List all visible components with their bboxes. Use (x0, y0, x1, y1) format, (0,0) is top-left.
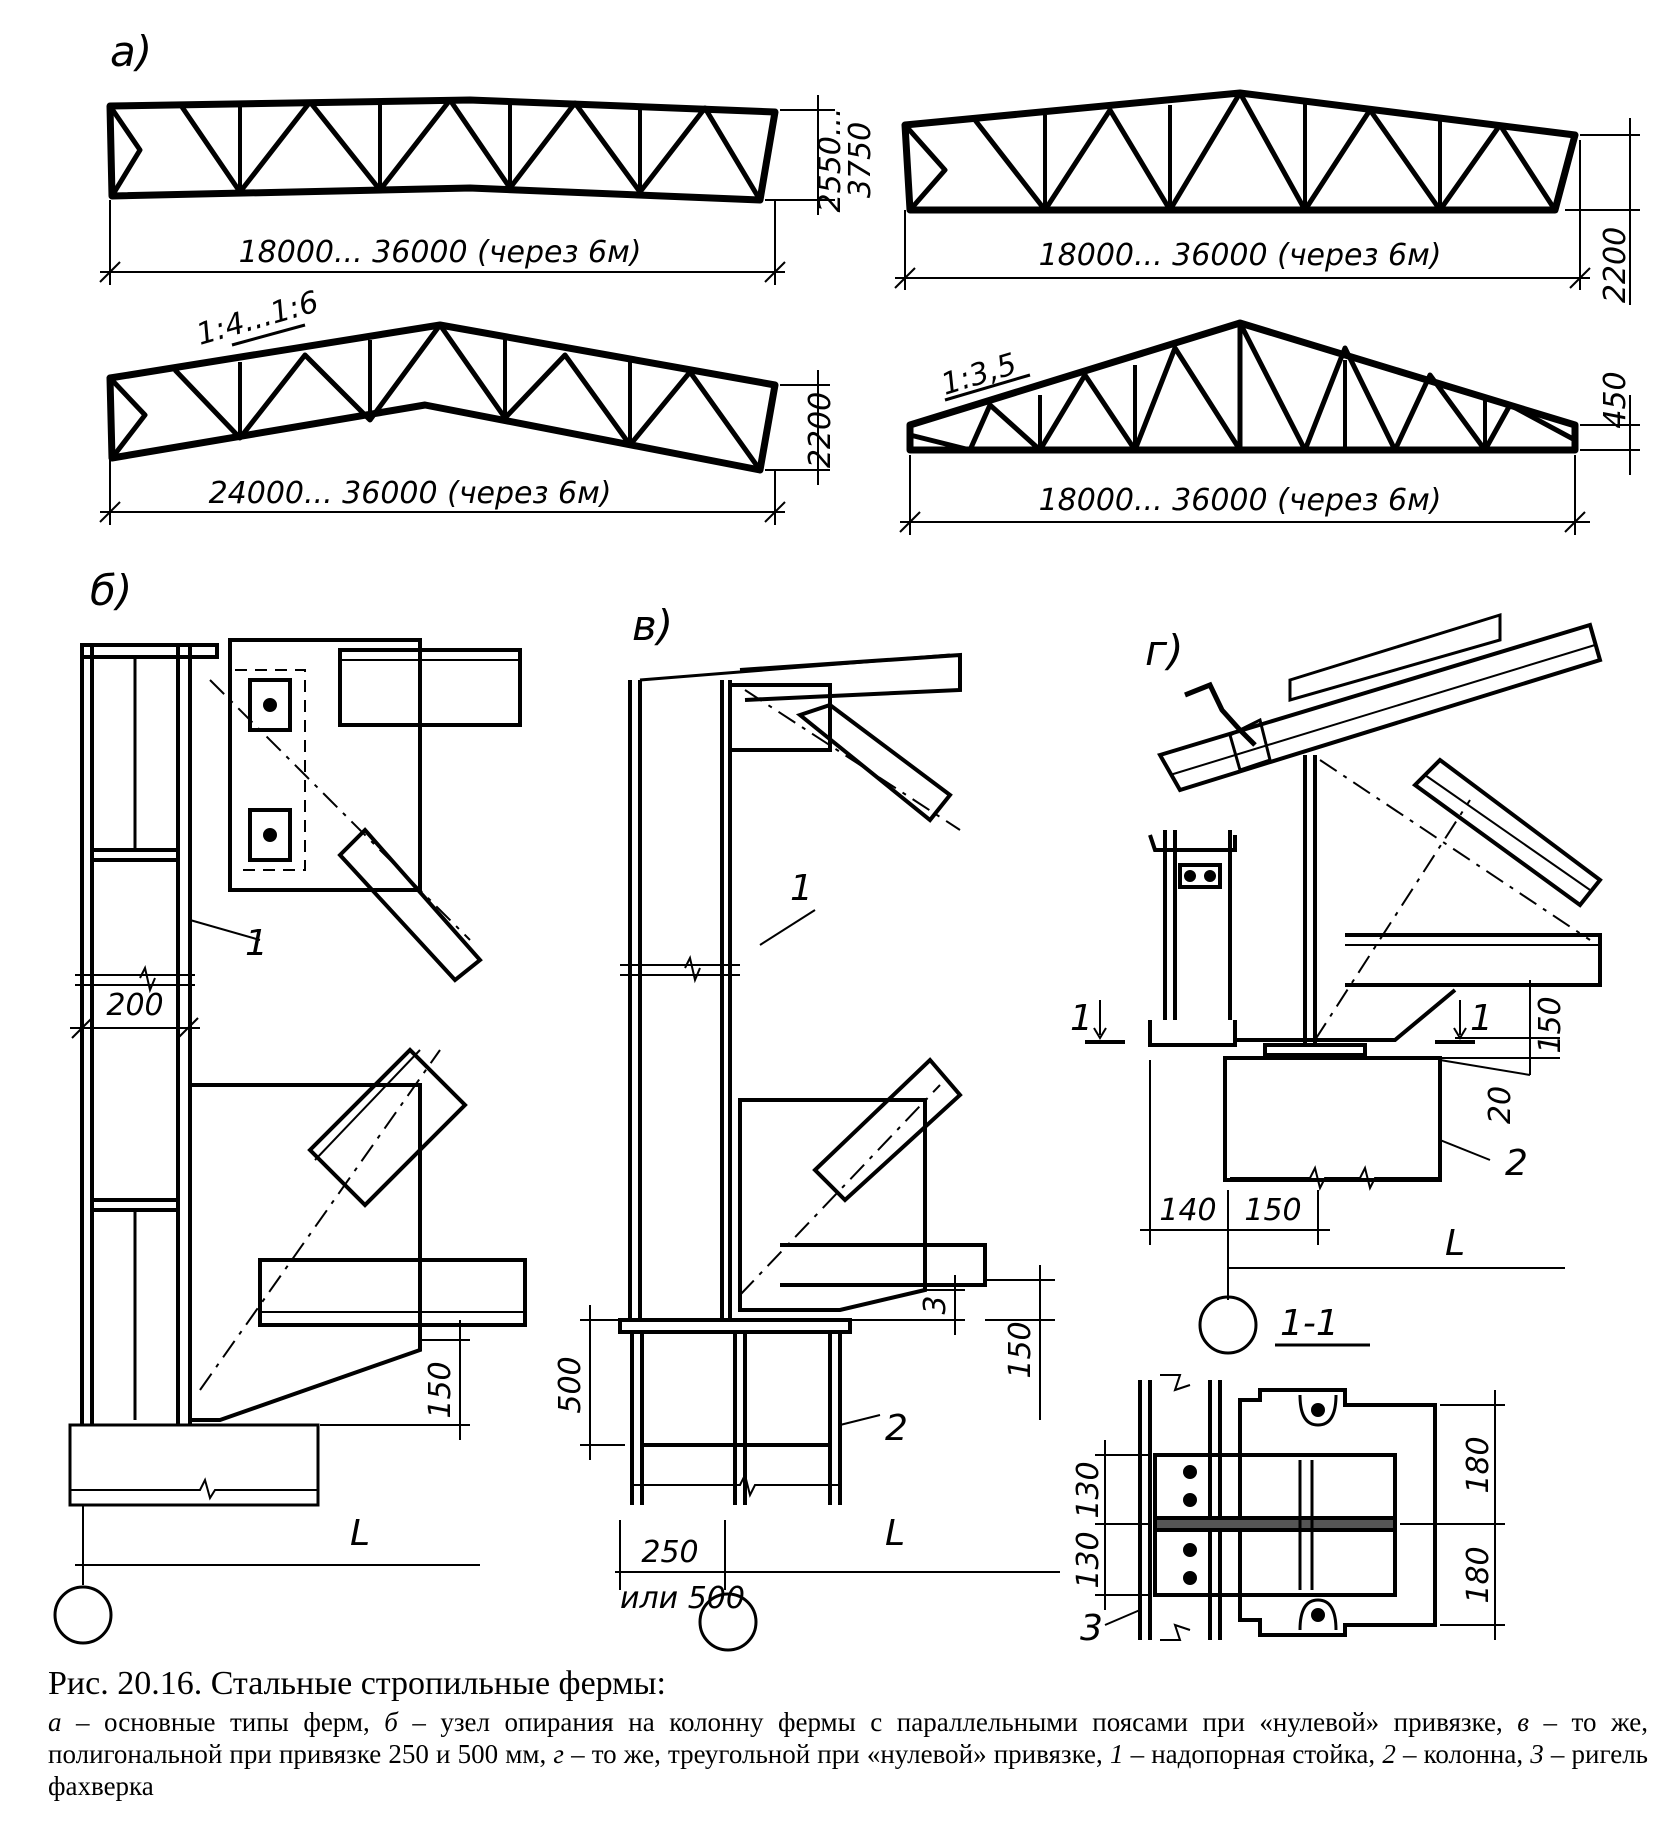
truss1-height-label: 2550...3750 (813, 108, 878, 213)
truss3-span-label: 24000... 36000 (через 6м) (209, 476, 612, 511)
section-dim-130b: 130 (1071, 1531, 1106, 1588)
node-g-dim-20: 20 (1483, 1086, 1518, 1124)
caption-v-text: – то же, полигональной при привязке 250 … (48, 1707, 1649, 1769)
node-b-column (68, 643, 320, 1507)
caption-n3-text: – ригель фахверка (48, 1739, 1648, 1801)
section-dim-130a: 130 (1071, 1461, 1106, 1518)
node-v-dim-3: 3 (918, 1295, 953, 1314)
section-dim-180a: 180 (1461, 1436, 1496, 1493)
truss3-slope-label: 1:4...1:6 (193, 285, 323, 353)
panel-g-label: г) (1145, 626, 1183, 675)
node-g-axis-marker (1198, 1295, 1258, 1355)
caption-title: Рис. 20.16. Стальные стропильные фермы: (48, 1665, 666, 1702)
node-b-dim-width: 200 (106, 988, 163, 1023)
panel-v-label: в) (632, 601, 673, 650)
node-g-dim-150a: 150 (1533, 996, 1568, 1053)
section-1-1-dimensions (1095, 1390, 1505, 1640)
caption-text: а – основные типы ферм, б – узел опирани… (48, 1706, 1648, 1802)
node-g-dim-140: 140 (1159, 1193, 1216, 1228)
node-v-axis-marker (698, 1592, 758, 1652)
node-v-dim-or-500: или 500 (620, 1581, 745, 1616)
node-v-dim-250: 250 (641, 1535, 698, 1570)
truss-triangular (906, 319, 1579, 454)
truss2-dimensions (894, 118, 1640, 305)
figure-caption: Рис. 20.16. Стальные стропильные фермы: … (48, 1662, 1648, 1802)
node-b-dim-height: 150 (423, 1361, 458, 1418)
caption-b-text: – узел опирания на колонну фермы с парал… (397, 1707, 1518, 1737)
node-v-axis-label: L (885, 1513, 905, 1554)
caption-a-text: – основные типы ферм, (61, 1707, 385, 1737)
section-part-3: 3 (1080, 1608, 1103, 1649)
section-title: 1-1 (1280, 1303, 1339, 1344)
node-g-top-chord (1157, 612, 1603, 793)
node-v-part-1: 1 (790, 868, 813, 909)
steel-trusses-drawing: а) 18000... 36000 (через 6м) 2550...3750… (53, 27, 1640, 1652)
truss-parallel-chords (106, 96, 779, 204)
truss4-height-label: 450 (1598, 371, 1633, 428)
truss-broken-chords (106, 321, 779, 474)
caption-b-letter: б (384, 1707, 398, 1737)
node-g-axis-label: L (1445, 1223, 1465, 1264)
node-g-diagonal (1345, 757, 1603, 987)
node-g-part-2: 2 (1505, 1143, 1528, 1184)
node-b-lower-gusset (190, 1047, 527, 1422)
node-g-cut-right: 1 (1470, 998, 1493, 1039)
truss1-dimensions (99, 95, 835, 285)
truss-polygonal (901, 89, 1579, 214)
node-b-upper-gusset (209, 638, 522, 983)
caption-g-letter: г (553, 1739, 564, 1769)
node-g-cut-left: 1 (1070, 998, 1093, 1039)
node-v-part-2: 2 (885, 1408, 908, 1449)
section-1-1-drawing (1138, 1374, 1437, 1641)
node-b-axis-marker (53, 1585, 113, 1645)
node-v-dimensions (580, 909, 1060, 1590)
caption-a-letter: а (48, 1707, 62, 1737)
caption-n2-text: – колонна, (1395, 1739, 1531, 1769)
node-g-column (1223, 1043, 1442, 1191)
node-v-dim-500: 500 (553, 1356, 588, 1413)
node-g-dim-150b: 150 (1244, 1193, 1301, 1228)
truss4-span-label: 18000... 36000 (через 6м) (1039, 483, 1442, 518)
panel-b-label: б) (90, 566, 132, 615)
truss2-height-label: 2200 (1598, 227, 1633, 303)
node-v-bottom-gusset (738, 1057, 987, 1312)
truss4-dimensions (899, 373, 1640, 535)
node-b-axis-label: L (350, 1513, 370, 1554)
node-b-part-1: 1 (245, 923, 268, 964)
node-v-dim-150: 150 (1003, 1321, 1038, 1378)
truss3-height-label: 2200 (803, 392, 838, 468)
node-b-dimensions (70, 919, 480, 1585)
caption-n3: 3 (1530, 1739, 1544, 1769)
truss3-dimensions (99, 323, 830, 525)
caption-n1: 1 (1109, 1739, 1124, 1769)
node-v-top-diagonal (730, 652, 962, 831)
node-g-post (1148, 755, 1591, 1047)
node-v-column (618, 1318, 852, 1505)
truss2-span-label: 18000... 36000 (через 6м) (1039, 238, 1442, 273)
truss1-span-label: 18000... 36000 (через 6м) (239, 235, 642, 270)
caption-n2: 2 (1382, 1739, 1396, 1769)
section-dim-180b: 180 (1461, 1546, 1496, 1603)
caption-g-text: – то же, треугольной при «нулевой» привя… (563, 1739, 1110, 1769)
node-v-post (620, 653, 951, 1320)
node-g-dimensions (1140, 980, 1565, 1300)
caption-v-letter: в (1517, 1707, 1529, 1737)
caption-n1-text: – надопорная стойка, (1123, 1739, 1383, 1769)
panel-a-label: а) (110, 27, 152, 76)
